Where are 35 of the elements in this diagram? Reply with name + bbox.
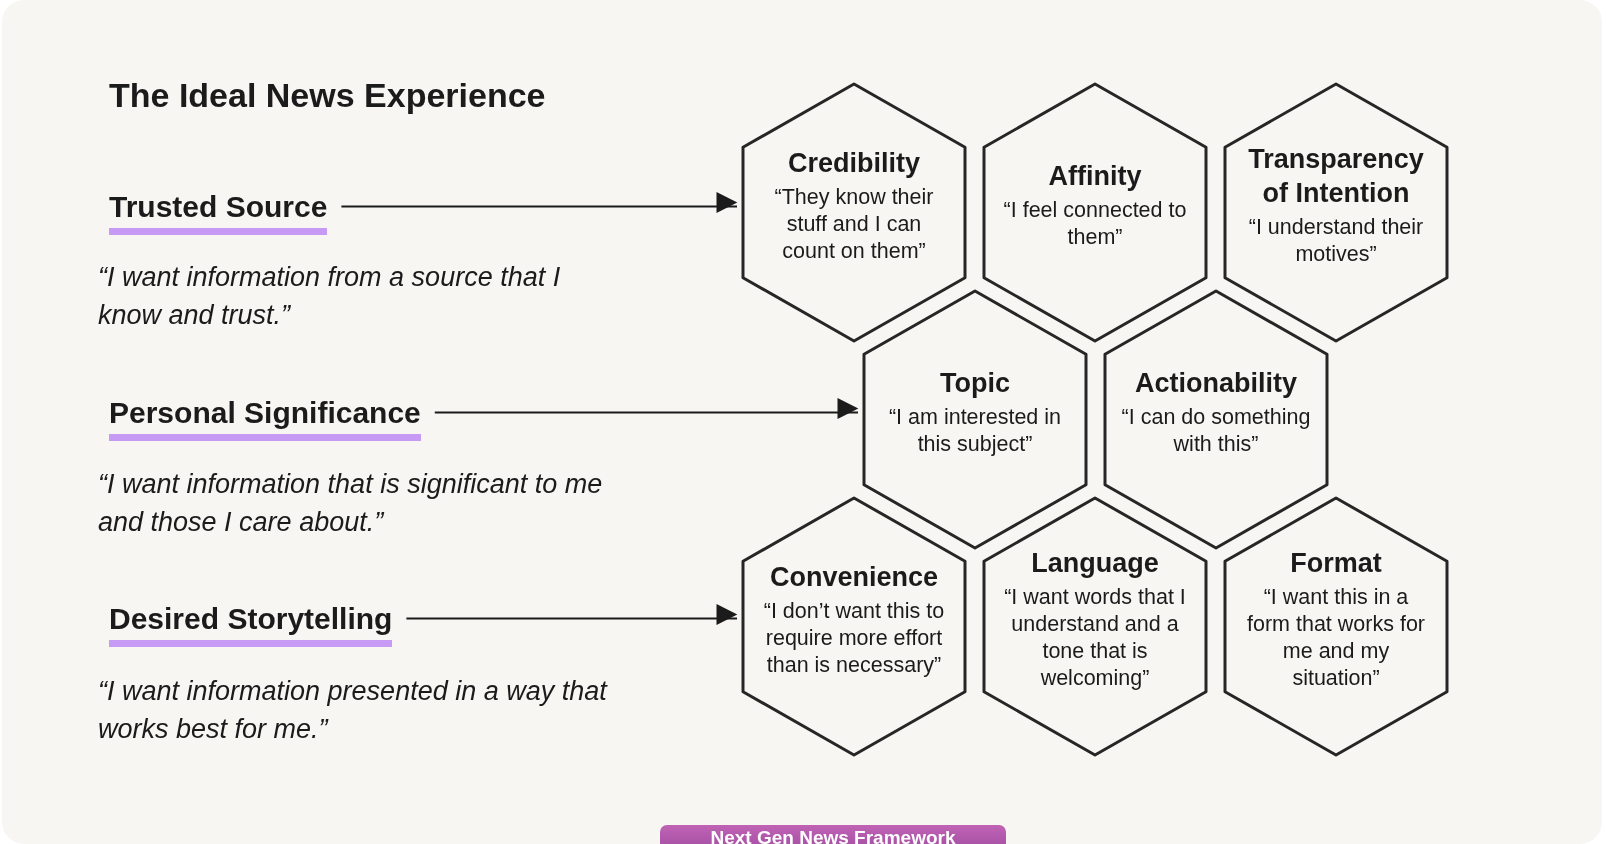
arrow: [405, 604, 738, 625]
hexagon: [982, 495, 1208, 757]
section-heading: Personal Significance: [109, 396, 421, 441]
section-heading: Trusted Source: [109, 190, 328, 235]
framework-tab: Next Gen News Framework: [660, 825, 1006, 844]
hexagon-heading: Actionability: [1135, 367, 1297, 400]
arrow: [433, 398, 859, 419]
hexagon-quote: “I feel connected to them”: [1002, 197, 1188, 251]
hexagon-heading: Transparency of Intention: [1247, 143, 1425, 210]
hexagon-heading: Credibility: [788, 146, 920, 180]
hexagon: [1223, 495, 1449, 757]
hexagon-heading: Affinity: [1048, 160, 1142, 193]
hexagon-quote: “I don’t want this to require more effort than is necessary”: [762, 597, 946, 679]
hexagon-quote: “I want words that I understand and a tone that is welcoming”: [1003, 584, 1187, 692]
hexagon: [1223, 81, 1449, 343]
hexagon-heading: Format: [1290, 547, 1382, 580]
hexagon-heading: Topic: [940, 367, 1010, 400]
hexagon-quote: “They know their stuff and I can count on them”: [773, 183, 935, 265]
arrow: [340, 192, 738, 213]
quote-text: “I want information presented in a way that works best for me.”: [98, 675, 609, 746]
hexagon-heading: Language: [1031, 547, 1159, 580]
hexagon: [862, 288, 1088, 550]
hexagon-quote: “I understand their motives”: [1247, 214, 1425, 268]
hexagon-quote: “I am interested in this subject”: [887, 404, 1063, 458]
hexagon-heading: Convenience: [769, 560, 939, 594]
hexagon: [982, 81, 1208, 343]
hexagon-quote: “I can do something with this”: [1121, 404, 1311, 458]
hexagon: [1103, 288, 1329, 550]
hexagon-quote: “I want this in a form that works for me and my situation”: [1246, 584, 1426, 692]
title: The Ideal News Experience: [109, 76, 546, 115]
hexagon: [741, 81, 967, 343]
hexagon: [741, 495, 967, 757]
section-heading: Desired Storytelling: [109, 602, 393, 647]
quote-text: “I want information that is significant to me and those I care about.”: [98, 468, 604, 539]
quote-text: “I want information from a source that I know and trust.”: [98, 261, 562, 332]
